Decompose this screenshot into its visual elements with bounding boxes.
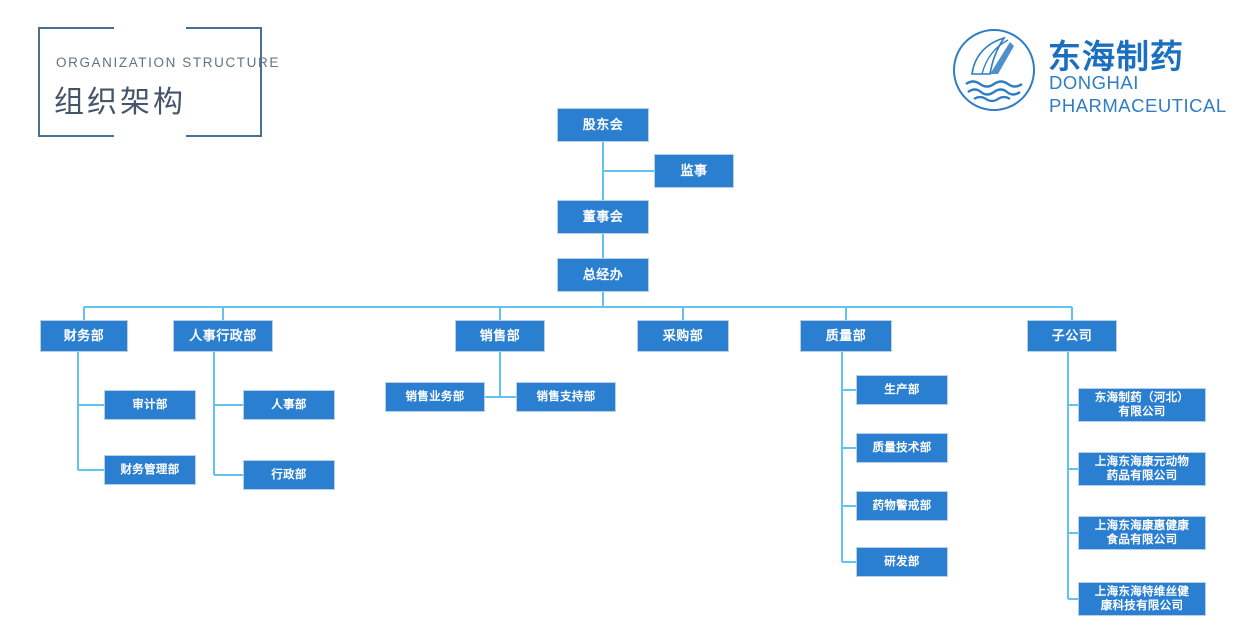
page-title: 组织架构: [54, 86, 186, 119]
title-bracket-right: [186, 27, 262, 137]
logo-name-en-line2: PHARMACEUTICAL: [1049, 95, 1227, 116]
org-node-admin[interactable]: 行政部: [243, 460, 335, 490]
logo-name-cn: 东海制药: [1048, 38, 1184, 75]
org-node-sub-kanghui[interactable]: 上海东海康惠健康 食品有限公司: [1078, 516, 1206, 550]
org-node-production[interactable]: 生产部: [856, 375, 948, 405]
org-node-sub-tewei[interactable]: 上海东海特维丝健 康科技有限公司: [1078, 582, 1206, 616]
org-node-pharmacovig[interactable]: 药物警戒部: [856, 491, 948, 521]
org-node-board[interactable]: 董事会: [557, 200, 649, 234]
org-node-finance-mgmt[interactable]: 财务管理部: [104, 455, 196, 485]
org-node-hr-admin[interactable]: 人事行政部: [173, 320, 273, 352]
org-node-sales-support[interactable]: 销售支持部: [516, 382, 616, 412]
org-node-shareholders[interactable]: 股东会: [557, 108, 649, 142]
org-node-supervisor[interactable]: 监事: [654, 154, 734, 188]
org-node-qa-tech[interactable]: 质量技术部: [856, 433, 948, 463]
org-node-quality[interactable]: 质量部: [800, 320, 892, 352]
org-node-finance[interactable]: 财务部: [40, 320, 128, 352]
org-node-subsidiary[interactable]: 子公司: [1027, 320, 1117, 352]
logo-name-en-line1: DONGHAI: [1049, 72, 1139, 93]
org-node-sales[interactable]: 销售部: [455, 320, 545, 352]
page-title-block: ORGANIZATION STRUCTURE 组织架构: [38, 27, 278, 137]
org-node-sub-hebei[interactable]: 东海制药（河北） 有限公司: [1078, 388, 1206, 422]
org-node-audit[interactable]: 审计部: [104, 390, 196, 420]
org-node-sales-biz[interactable]: 销售业务部: [385, 382, 485, 412]
donghai-ship-wave-emblem-icon: [953, 29, 1035, 111]
org-node-hr[interactable]: 人事部: [243, 390, 335, 420]
org-node-rnd[interactable]: 研发部: [856, 547, 948, 577]
company-logo: 东海制药 DONGHAI PHARMACEUTICAL: [952, 26, 1234, 132]
org-node-purchase[interactable]: 采购部: [637, 320, 729, 352]
title-bracket-left: [38, 27, 114, 137]
page-title-english: ORGANIZATION STRUCTURE: [56, 55, 280, 70]
org-node-sub-kangyuan[interactable]: 上海东海康元动物 药品有限公司: [1078, 452, 1206, 486]
org-node-gm-office[interactable]: 总经办: [557, 258, 649, 292]
